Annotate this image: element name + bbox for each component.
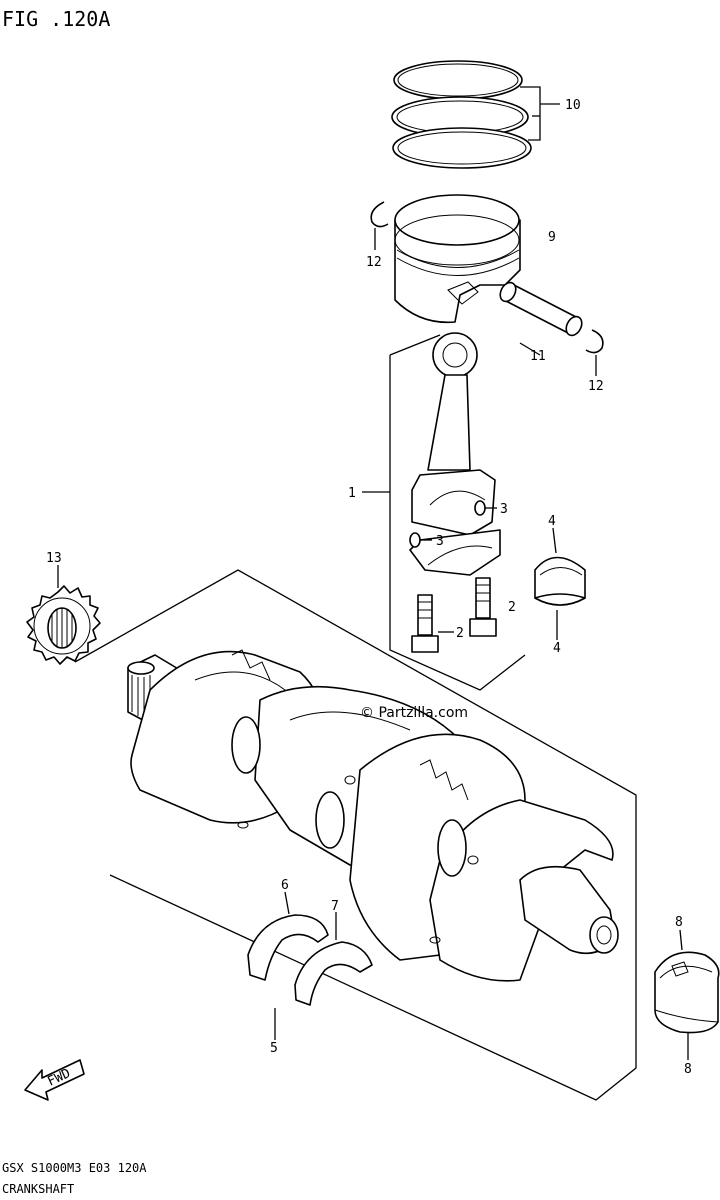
callout-4-upper: 4 xyxy=(548,514,556,529)
callout-8-upper: 8 xyxy=(675,915,683,930)
piston-rings[interactable] xyxy=(391,60,532,169)
callout-12-right: 12 xyxy=(588,379,604,394)
conrod-bolt-right[interactable] xyxy=(469,577,497,637)
footer-model-code: GSX S1000M3 E03 120A xyxy=(2,1161,147,1175)
callout-3-lower: 3 xyxy=(436,534,444,549)
callout-5: 5 xyxy=(270,1041,278,1056)
callout-13: 13 xyxy=(46,551,62,566)
piston[interactable] xyxy=(394,194,521,324)
conrod-bearing[interactable] xyxy=(534,556,586,606)
callout-3-upper: 3 xyxy=(500,502,508,517)
crankshaft[interactable] xyxy=(127,649,619,982)
watermark: © Partzilla.com xyxy=(360,705,468,721)
crankshaft-main-bearing[interactable] xyxy=(654,951,720,1034)
connecting-rod[interactable] xyxy=(409,332,501,576)
cam-drive-sprocket[interactable] xyxy=(26,585,101,665)
dowel-pin-upper[interactable] xyxy=(474,500,486,516)
callout-2-left: 2 xyxy=(456,626,464,641)
dowel-pin-lower[interactable] xyxy=(409,532,421,548)
callout-11: 11 xyxy=(530,349,546,364)
piston-pin[interactable] xyxy=(497,280,585,338)
crankshaft-thrust-bearing-7[interactable] xyxy=(294,941,373,1006)
callout-12-left: 12 xyxy=(366,255,382,270)
callout-10: 10 xyxy=(565,98,581,113)
figure-title: FIG .120A xyxy=(2,7,110,31)
leader-rings xyxy=(520,86,541,141)
callout-2-right: 2 xyxy=(508,600,516,615)
callout-1: 1 xyxy=(348,486,356,501)
callout-7: 7 xyxy=(331,899,339,914)
forward-direction-arrow: FWD xyxy=(24,1059,85,1101)
piston-pin-circlip-right[interactable] xyxy=(585,329,604,354)
callout-4-lower: 4 xyxy=(553,641,561,656)
assembly-bracket xyxy=(389,355,526,691)
callout-9: 9 xyxy=(548,230,556,245)
crankshaft-thrust-bearing-6[interactable] xyxy=(247,914,329,981)
piston-pin-circlip-left[interactable] xyxy=(370,201,389,228)
conrod-bolt-left[interactable] xyxy=(411,594,439,653)
footer-section-name: CRANKSHAFT xyxy=(2,1182,74,1196)
callout-8-lower: 8 xyxy=(684,1062,692,1077)
callout-6: 6 xyxy=(281,878,289,893)
crankshaft-assembly-bracket xyxy=(74,569,637,1101)
